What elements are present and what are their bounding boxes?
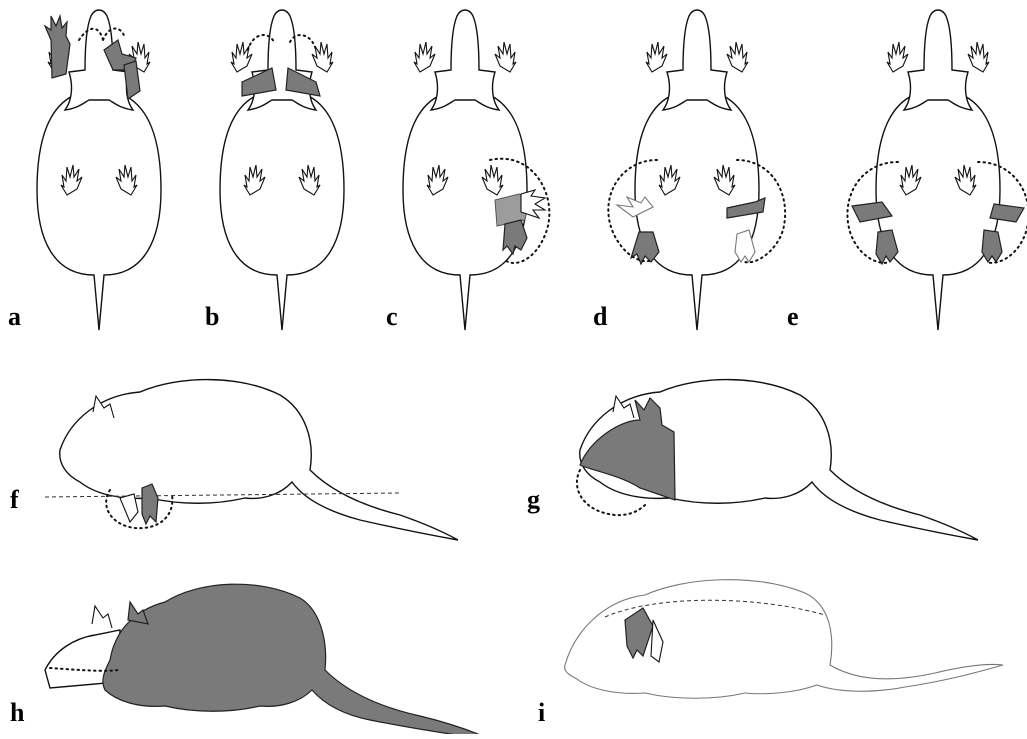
panel-label-a: a xyxy=(8,304,21,330)
panel-b-drawing xyxy=(220,10,344,330)
panel-label-g: g xyxy=(527,487,540,513)
panel-label-e: e xyxy=(787,304,799,330)
panel-i-drawing xyxy=(565,580,1003,699)
panel-g-drawing xyxy=(577,380,978,540)
panel-label-b: b xyxy=(205,304,219,330)
panel-e-drawing xyxy=(847,10,1027,330)
panel-c-drawing xyxy=(403,10,549,330)
panel-f-drawing xyxy=(45,380,458,540)
panel-a-drawing xyxy=(37,10,161,330)
panel-label-i: i xyxy=(538,700,545,726)
panel-label-c: c xyxy=(386,304,398,330)
panel-label-f: f xyxy=(10,487,19,513)
panel-d-drawing xyxy=(608,10,785,330)
panel-label-h: h xyxy=(10,700,24,726)
panel-h-drawing xyxy=(45,584,492,734)
panel-label-d: d xyxy=(593,304,607,330)
